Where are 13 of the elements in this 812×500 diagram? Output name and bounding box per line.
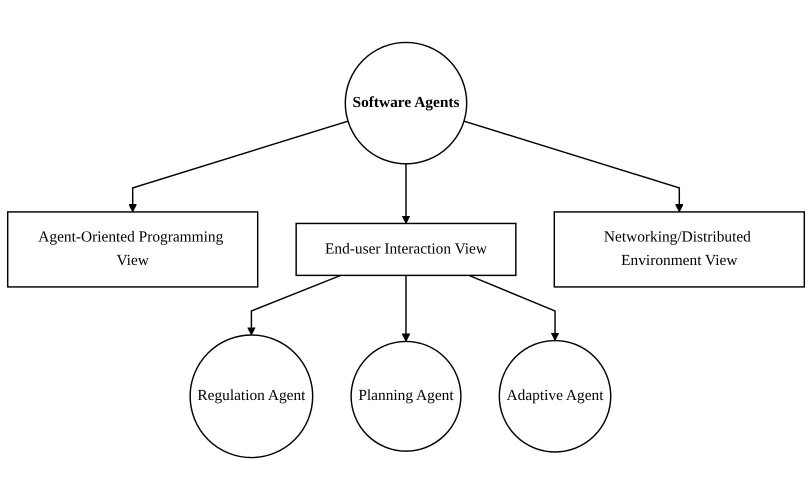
node-circle: Planning Agent (350, 340, 462, 452)
arrow (128, 120, 348, 212)
arrow (468, 274, 560, 341)
node-box: Networking/Distributed Environment View (554, 211, 806, 288)
node-circle: Regulation Agent (189, 334, 314, 458)
arrow (247, 274, 342, 336)
node-box: End-user Interaction View (295, 222, 517, 276)
node-circle: Software Agents (344, 42, 468, 165)
node-box: Agent-Oriented Programming View (6, 211, 258, 288)
arrow (464, 120, 684, 212)
arrow (402, 164, 410, 224)
arrow (402, 275, 410, 342)
node-circle: Adaptive Agent (498, 340, 612, 453)
